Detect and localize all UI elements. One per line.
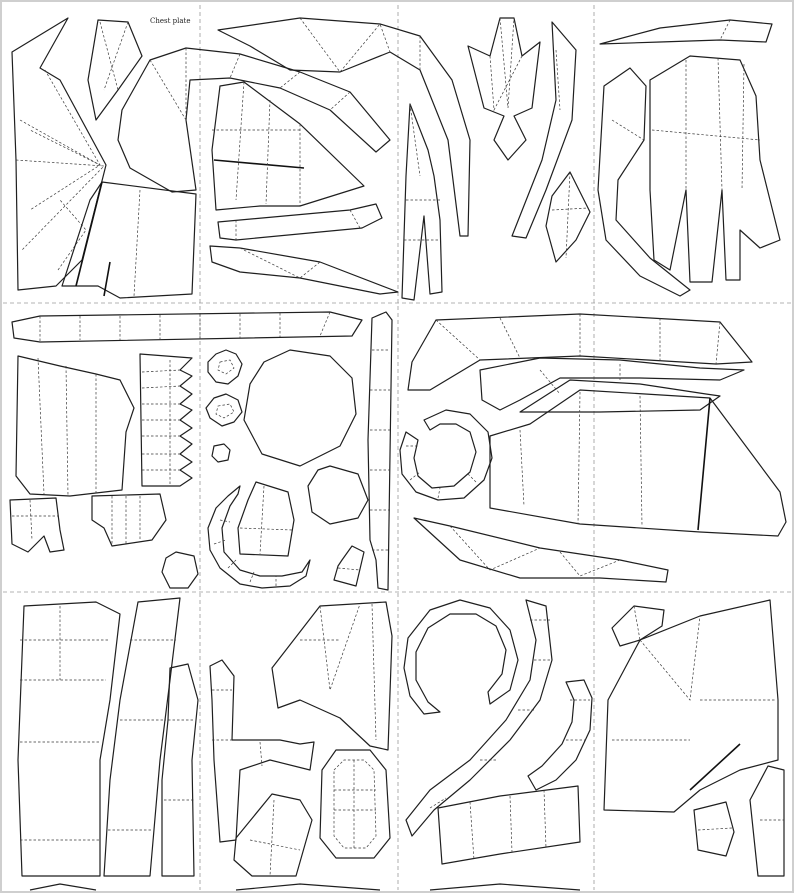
piece-c-hook (527, 679, 593, 791)
piece-back-armor (603, 599, 779, 813)
piece-curl-ring-left (207, 485, 311, 589)
piece-pauldron-top (407, 313, 753, 391)
piece-serrated-strip (139, 353, 193, 487)
piece-long-bar-left (11, 311, 363, 343)
piece-ring-right (403, 599, 519, 715)
piece-abdomen-block (211, 81, 365, 211)
piece-capsule-cage (319, 749, 391, 859)
piece-chest-center (271, 601, 393, 751)
piece-spear (511, 21, 577, 239)
piece-spike-right (749, 765, 785, 877)
piece-blade-long (209, 245, 399, 295)
piece-flower-gear-2 (205, 393, 243, 427)
piece-greave-mid (103, 597, 181, 877)
piece-greave-left (17, 601, 121, 877)
piece-bowtie (467, 17, 541, 161)
piece-vertical-bar (367, 311, 393, 591)
piece-shoulder-small (87, 19, 143, 121)
piece-panel-wave (15, 355, 135, 497)
piece-small-pentagon (693, 801, 735, 857)
piece-flower-gear-1 (207, 349, 243, 385)
piece-chest-plate-square (61, 181, 197, 299)
sheet-title: Chest plate (150, 17, 191, 25)
piece-claw-hand (597, 55, 781, 297)
piece-greave-right (161, 663, 199, 877)
piece-notched-block (91, 493, 167, 547)
piece-small-square (333, 545, 365, 587)
piece-fin-small (611, 605, 665, 647)
piece-diamond (545, 171, 591, 263)
piece-wing-top (217, 17, 471, 237)
piece-shoulder-slab (489, 389, 787, 537)
piece-blade-top-right (599, 19, 773, 45)
piece-small-block (9, 497, 65, 553)
piece-pauldron-curve (479, 357, 745, 413)
piece-medium-disc (307, 465, 369, 525)
page-grid-lines (3, 5, 791, 890)
piece-bottom-fragments (29, 883, 581, 891)
piece-collar-arc (117, 47, 391, 193)
piece-leg-spike (401, 103, 443, 301)
piece-small-disc (161, 551, 199, 589)
piece-tiny-hex (211, 443, 231, 463)
piece-large-disc (243, 349, 357, 467)
piece-forearm-box (437, 785, 581, 865)
piece-hook-curl (399, 409, 493, 501)
piece-boot (233, 793, 313, 877)
piece-tile-square (237, 481, 295, 557)
piece-lower-blade (413, 517, 669, 583)
piece-arm-fork (209, 659, 315, 843)
piece-belt-strip (217, 203, 383, 241)
piece-sword-curve (405, 599, 553, 837)
